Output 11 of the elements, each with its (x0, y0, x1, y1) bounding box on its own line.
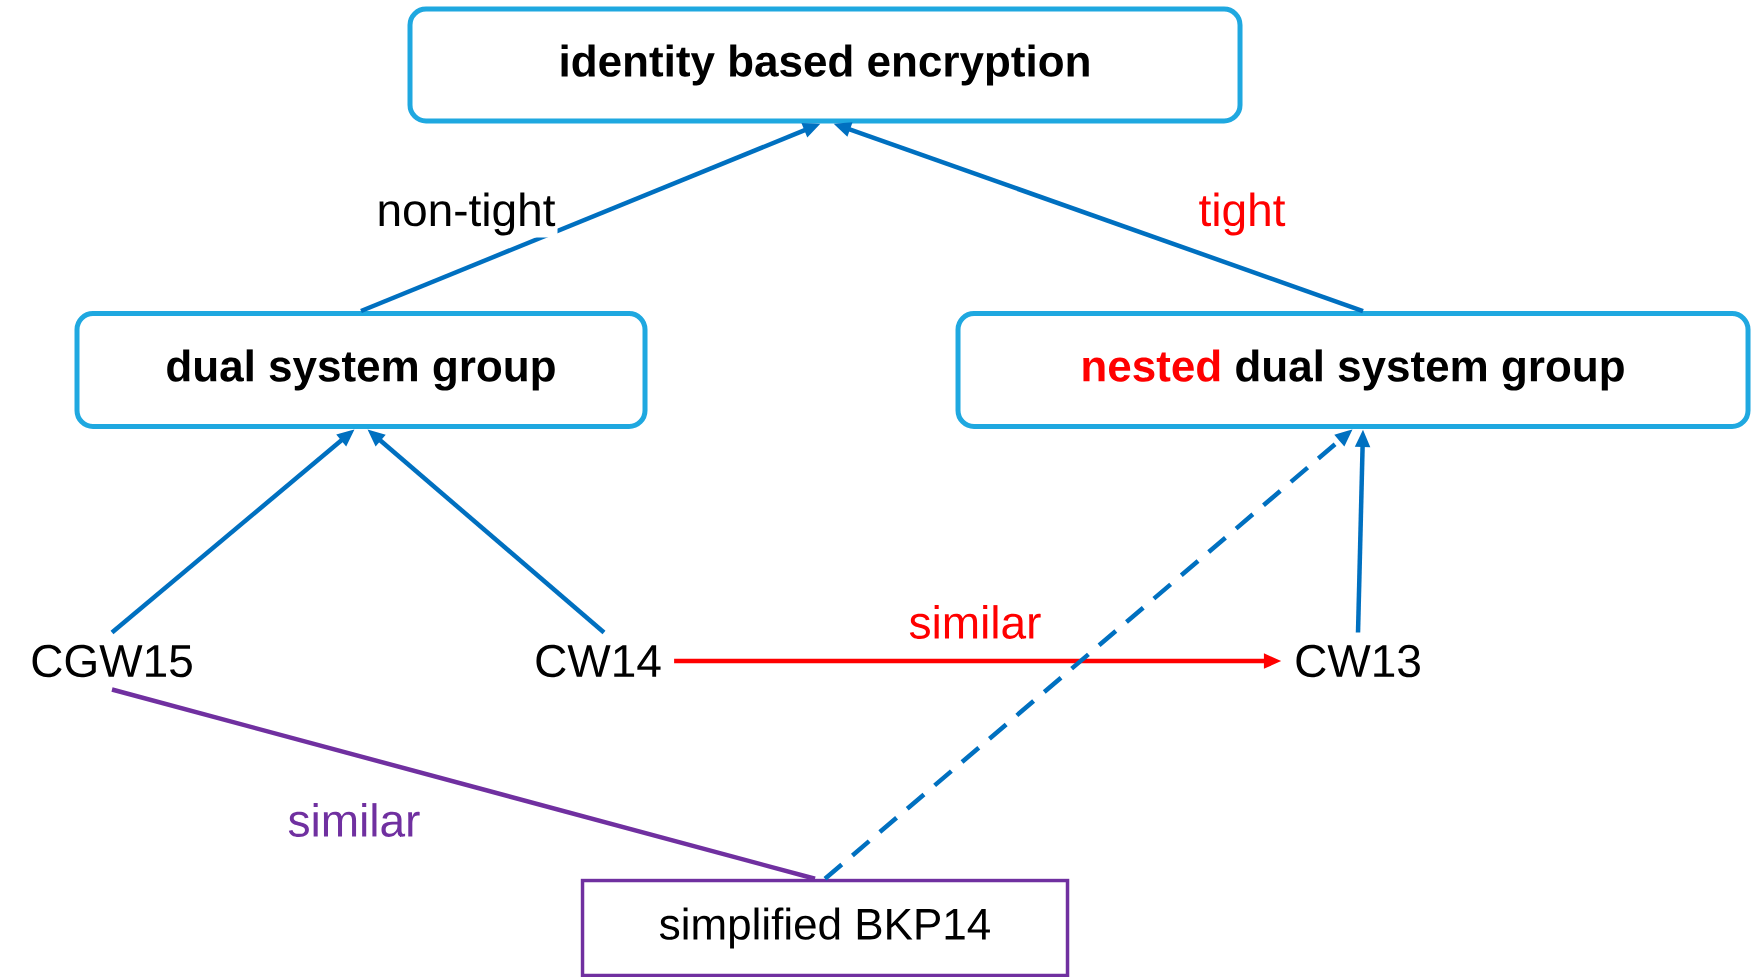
edge-label: similar (906, 603, 1044, 641)
scheme-label: CW13 (1296, 644, 1420, 678)
edge-label: similar (285, 801, 423, 839)
edge-label: tight (1196, 190, 1288, 238)
scheme-box: simplified BKP14 (580, 878, 1070, 977)
edge-label: non-tight (374, 190, 558, 238)
scheme-label: CGW15 (32, 644, 192, 678)
scheme-label: CW14 (536, 644, 661, 678)
concept-box: identity based encryption (407, 6, 1243, 124)
concept-box: dual system group (74, 311, 648, 429)
concept-box: nested dual system group (955, 311, 1751, 429)
